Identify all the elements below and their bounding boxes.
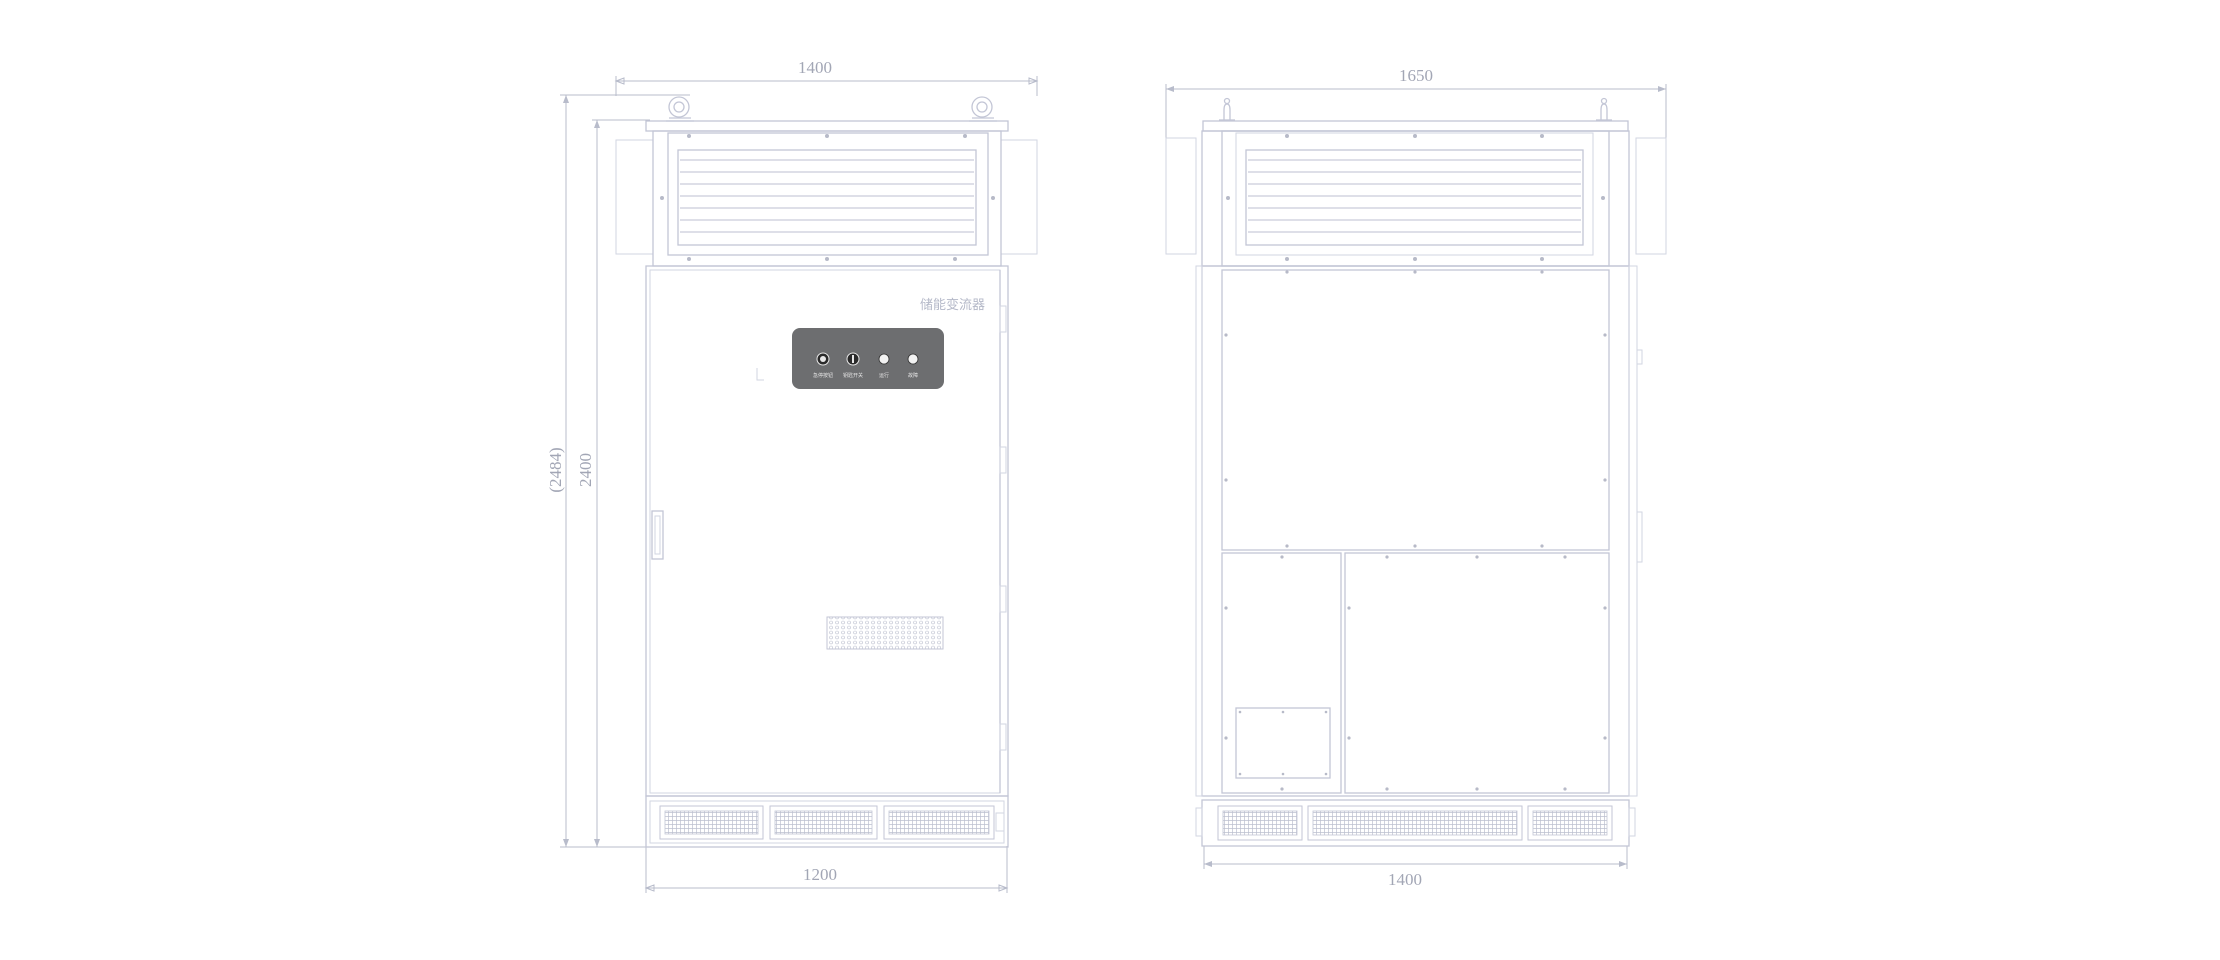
panel-label-key: 钥匙开关 bbox=[843, 372, 863, 379]
side-upper-panel bbox=[1221, 269, 1610, 551]
door-mesh-vent bbox=[826, 616, 944, 650]
front-dim-top: 1400 bbox=[614, 58, 1039, 96]
panel-label-fault: 故障 bbox=[908, 372, 918, 379]
side-lower-left-panel bbox=[1221, 552, 1342, 794]
front-width-bottom-label: 1200 bbox=[803, 865, 837, 884]
front-lifting-eye-right bbox=[969, 96, 997, 122]
side-dim-bottom: 1400 bbox=[1203, 846, 1628, 889]
front-height-total-label: (2484) bbox=[546, 447, 565, 492]
side-width-top-label: 1650 bbox=[1399, 66, 1433, 85]
side-base bbox=[1195, 799, 1636, 847]
front-lifting-eye-left bbox=[666, 96, 694, 122]
hinge-3 bbox=[999, 585, 1007, 613]
side-width-bottom-label: 1400 bbox=[1388, 870, 1422, 889]
door-handle bbox=[651, 510, 664, 560]
side-body bbox=[1195, 265, 1643, 797]
hinge-4 bbox=[999, 723, 1007, 751]
side-roof bbox=[1202, 120, 1629, 132]
front-dim-heights: (2484) 2400 bbox=[546, 94, 690, 848]
front-view: 1400 1200 (2484) 2400 bbox=[546, 58, 1039, 893]
side-dim-top: 1650 bbox=[1165, 66, 1667, 252]
side-hood-left bbox=[1165, 137, 1197, 255]
front-roof bbox=[645, 120, 1009, 132]
side-top-vent bbox=[1201, 130, 1630, 267]
side-lower-right-panel bbox=[1344, 552, 1610, 794]
front-dim-bottom: 1200 bbox=[644, 846, 1009, 893]
run-indicator-icon bbox=[878, 353, 890, 365]
hinge-2 bbox=[999, 446, 1007, 474]
side-hood-right bbox=[1635, 137, 1667, 255]
panel-label-estop: 急停按钮 bbox=[813, 372, 833, 379]
front-top-vent bbox=[652, 130, 1002, 267]
front-hood-side-left bbox=[615, 139, 654, 255]
panel-label-run: 运行 bbox=[879, 372, 889, 379]
control-panel: 急停按钮 钥匙开关 运行 故障 bbox=[792, 328, 944, 389]
hinge-1 bbox=[999, 305, 1007, 333]
front-product-label: 储能变流器 bbox=[920, 297, 985, 312]
front-door: 储能变流器 bbox=[645, 265, 1009, 797]
front-base bbox=[645, 795, 1009, 848]
side-base-vent-3 bbox=[1532, 810, 1608, 836]
side-base-vent-1 bbox=[1222, 810, 1298, 836]
base-vent-3 bbox=[888, 810, 990, 835]
side-lifting-lug-right bbox=[1596, 97, 1612, 121]
front-hood-side-right bbox=[1000, 139, 1038, 255]
fault-indicator-icon bbox=[907, 353, 919, 365]
front-width-top-label: 1400 bbox=[798, 58, 832, 77]
side-view: 1650 1400 bbox=[1165, 66, 1667, 889]
side-lifting-lug-left bbox=[1219, 97, 1235, 121]
base-vent-1 bbox=[664, 810, 759, 835]
side-cable-plate bbox=[1235, 707, 1331, 779]
side-base-vent-2 bbox=[1312, 810, 1518, 836]
front-height-body-label: 2400 bbox=[576, 453, 595, 487]
base-vent-2 bbox=[774, 810, 873, 835]
